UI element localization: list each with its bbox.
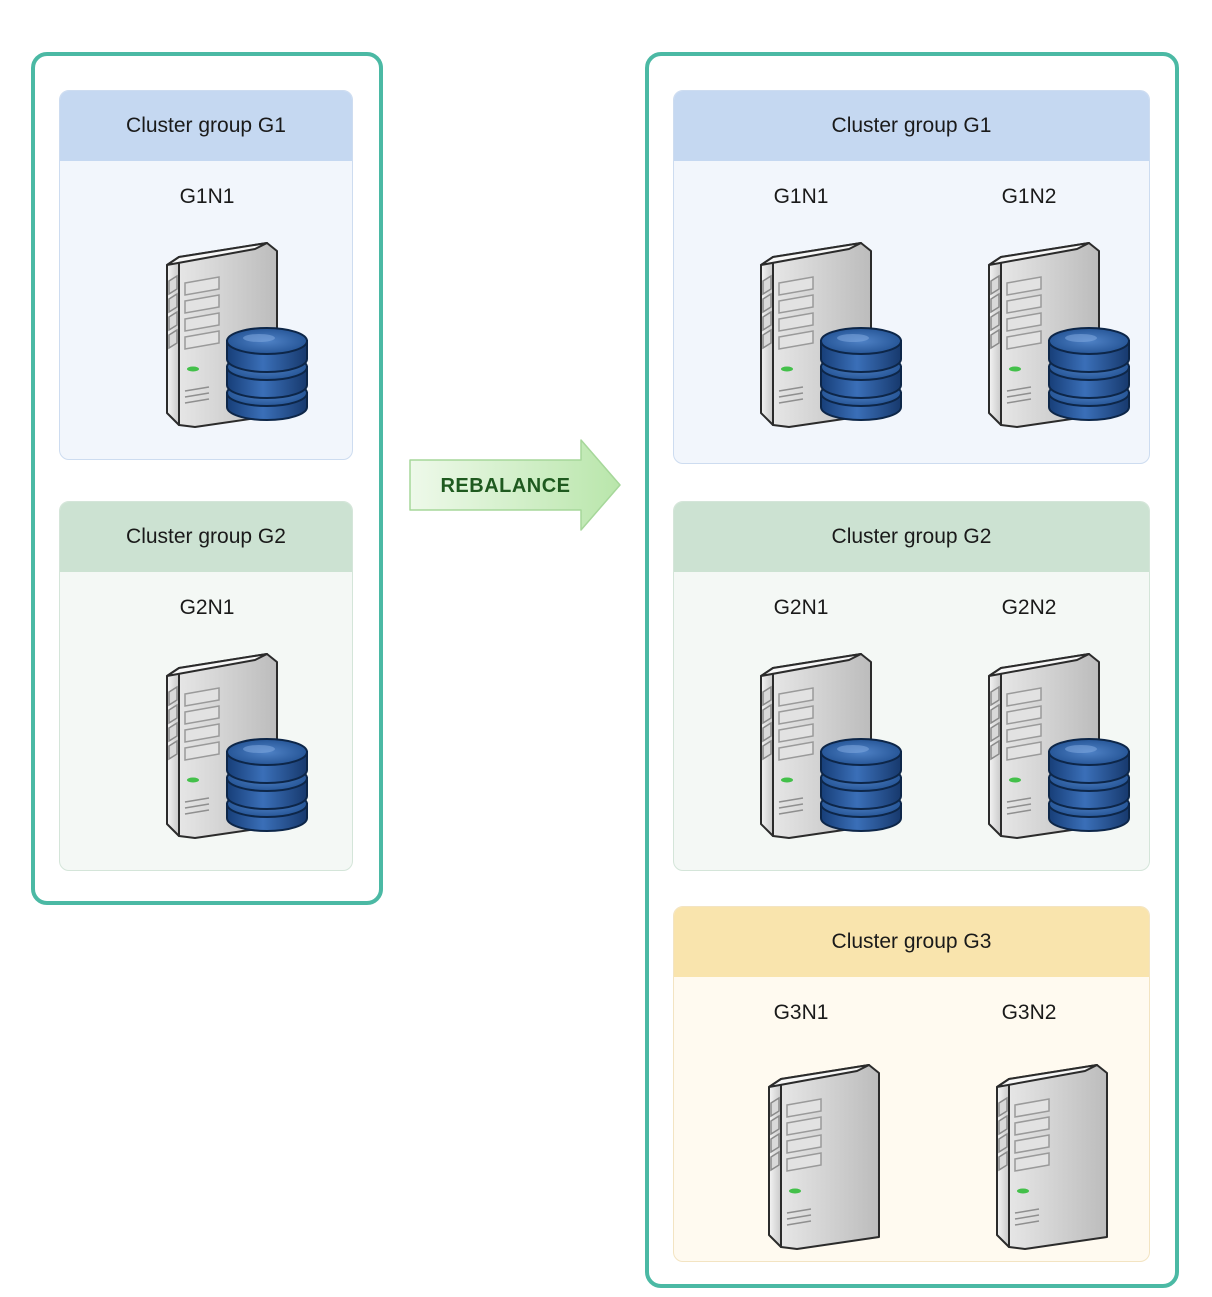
- cluster-node: G1N2: [929, 161, 1130, 461]
- cluster-node: G2N1: [107, 572, 308, 870]
- cluster-group-title: Cluster group G1: [674, 91, 1149, 161]
- cluster-group-nodes: G2N1: [60, 572, 352, 870]
- cluster-node: G1N1: [107, 161, 308, 459]
- database-cylinder-icon: [820, 738, 902, 832]
- database-cylinder-icon: [820, 327, 902, 421]
- cluster-group-title: Cluster group G2: [60, 502, 352, 572]
- server-tower-icon: [768, 1064, 880, 1250]
- cluster-group-nodes: G2N1 G2N2: [674, 572, 1149, 870]
- cluster-node: G2N1: [701, 572, 902, 870]
- node-label: G3N1: [773, 1001, 829, 1024]
- cluster-group-nodes: G1N1 G1N2: [674, 161, 1149, 463]
- after-cluster-group-1: Cluster group G1 G1N1 G1N2: [673, 90, 1150, 464]
- cluster-node: G2N2: [929, 572, 1130, 870]
- after-cluster-group-2: Cluster group G2 G2N1 G2N2: [673, 501, 1150, 871]
- database-server-icon: [166, 653, 308, 839]
- before-cluster-group-1: Cluster group G1 G1N1: [59, 90, 353, 460]
- rebalance-label: REBALANCE: [440, 474, 571, 497]
- cluster-group-title: Cluster group G1: [60, 91, 352, 161]
- node-label: G2N1: [773, 596, 829, 619]
- database-server-icon: [760, 653, 902, 839]
- node-label: G1N1: [179, 185, 235, 208]
- database-server-icon: [988, 653, 1130, 839]
- node-label: G1N2: [1001, 185, 1057, 208]
- right-arrow-icon: [409, 439, 621, 531]
- after-cluster-group-3: Cluster group G3 G3N1 G3N2: [673, 906, 1150, 1262]
- database-cylinder-icon: [226, 327, 308, 421]
- server-tower-icon: [768, 1064, 880, 1250]
- cluster-group-title: Cluster group G3: [674, 907, 1149, 977]
- database-cylinder-icon: [1048, 327, 1130, 421]
- database-cylinder-icon: [1048, 738, 1130, 832]
- server-tower-icon: [996, 1064, 1108, 1250]
- cluster-node: G1N1: [701, 161, 902, 461]
- database-server-icon: [166, 242, 308, 428]
- server-tower-icon: [996, 1064, 1108, 1250]
- cluster-group-nodes: G3N1 G3N2: [674, 977, 1149, 1261]
- cluster-node: G3N1: [701, 977, 901, 1261]
- cluster-group-title: Cluster group G2: [674, 502, 1149, 572]
- cluster-group-nodes: G1N1: [60, 161, 352, 459]
- cluster-node: G3N2: [929, 977, 1129, 1261]
- database-server-icon: [760, 242, 902, 428]
- node-label: G2N2: [1001, 596, 1057, 619]
- before-cluster-group-2: Cluster group G2 G2N1: [59, 501, 353, 871]
- node-label: G1N1: [773, 185, 829, 208]
- database-server-icon: [988, 242, 1130, 428]
- node-label: G3N2: [1001, 1001, 1057, 1024]
- node-label: G2N1: [179, 596, 235, 619]
- database-cylinder-icon: [226, 738, 308, 832]
